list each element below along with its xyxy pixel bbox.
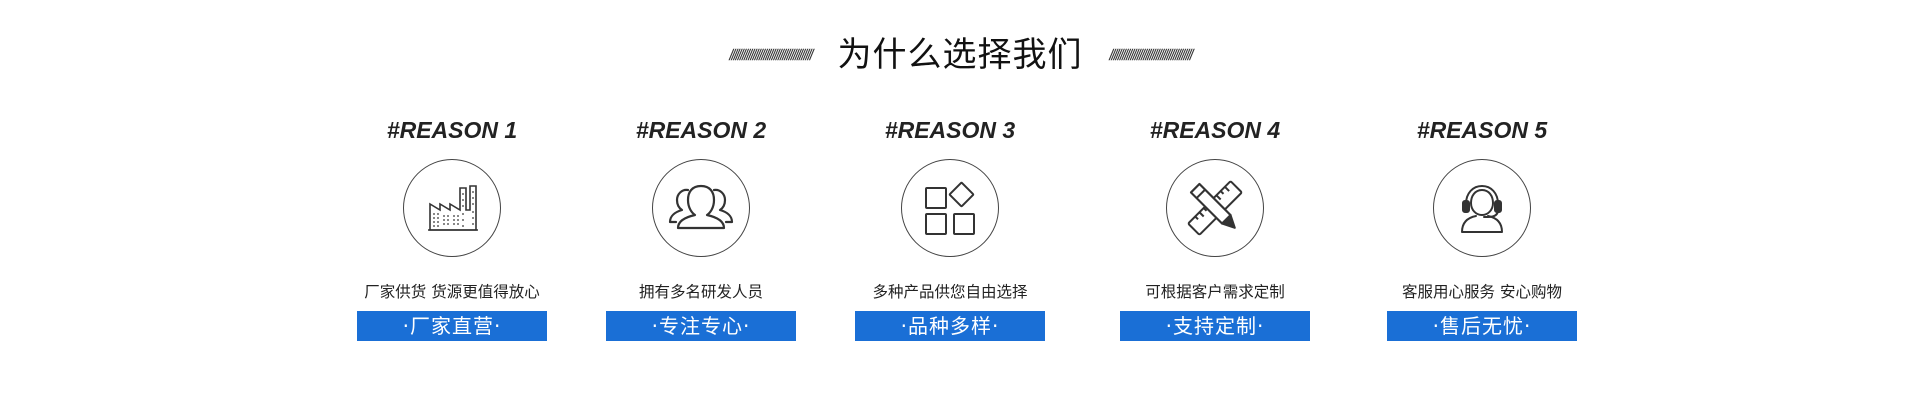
reason-tag: ·品种多样·: [855, 311, 1045, 341]
categories-icon: [901, 159, 999, 257]
right-hatch-decoration: ///////////////////////////////////////: [1107, 47, 1192, 63]
reason-tag: ·厂家直营·: [357, 311, 547, 341]
reason-card-2: #REASON 2 拥有多名研发人员 ·专注专心·: [603, 115, 799, 341]
reason-description: 可根据客户需求定制: [1145, 283, 1285, 301]
reason-description: 厂家供货 货源更值得放心: [364, 283, 540, 301]
section-title: 为什么选择我们: [837, 35, 1083, 75]
reason-description: 客服用心服务 安心购物: [1402, 283, 1562, 301]
reason-label: #REASON 2: [635, 117, 767, 143]
reason-label: #REASON 1: [386, 117, 518, 143]
headset-icon: [1433, 159, 1531, 257]
reason-label: #REASON 4: [1149, 117, 1281, 143]
reason-card-4: #REASON 4 可根据客户需求定制 ·支持定制·: [1117, 115, 1313, 341]
reason-card-5: #REASON 5 客服用心服务 安心购物 ·售后无忧·: [1384, 115, 1580, 341]
reason-tag: ·支持定制·: [1120, 311, 1310, 341]
reason-label: #REASON 5: [1416, 117, 1548, 143]
pencil-ruler-icon: [1166, 159, 1264, 257]
reason-description: 多种产品供您自由选择: [872, 283, 1028, 301]
users-icon: [652, 159, 750, 257]
reason-tag: ·售后无忧·: [1387, 311, 1577, 341]
reason-description: 拥有多名研发人员: [638, 283, 763, 301]
section-header: /////////////////////////////////////// …: [0, 30, 1920, 80]
reason-card-3: #REASON 3 多种产品供您自由选择 ·品种多样·: [852, 115, 1048, 341]
left-hatch-decoration: ///////////////////////////////////////: [728, 47, 813, 63]
reason-card-1: #REASON 1 厂家供货 货源更值得放心 ·厂家直营·: [354, 115, 550, 341]
factory-icon: [403, 159, 501, 257]
reason-label: #REASON 3: [884, 117, 1016, 143]
reason-tag: ·专注专心·: [606, 311, 796, 341]
